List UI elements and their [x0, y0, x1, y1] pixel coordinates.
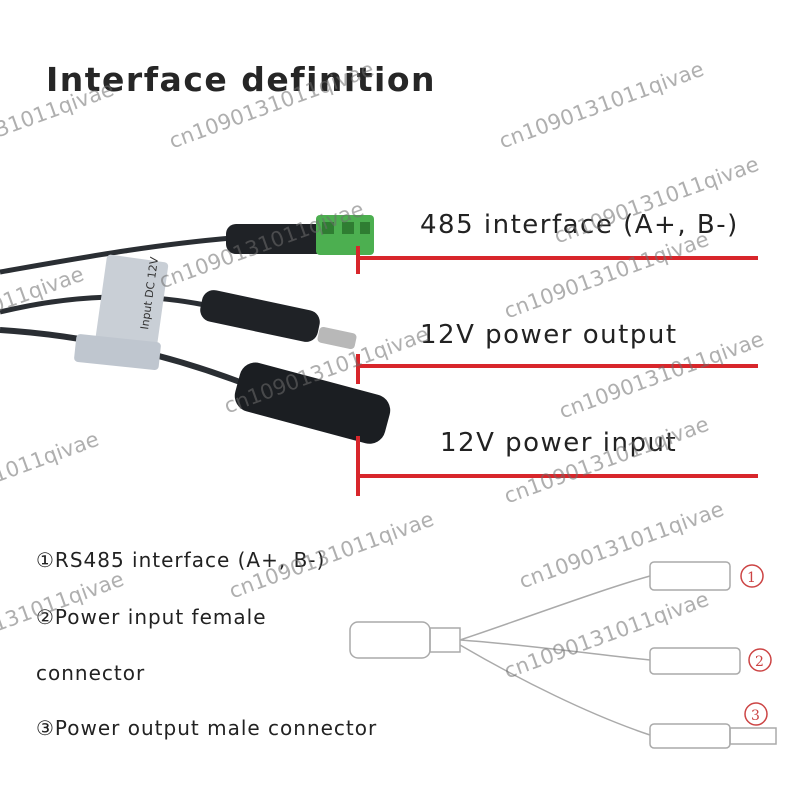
callout-power-input: 12V power input [440, 428, 678, 458]
desc-rs485: ①RS485 interface (A+, B-) [36, 548, 326, 572]
diagram-number-1: 1 [747, 570, 756, 586]
desc-power-output: ③Power output male connector [36, 716, 378, 740]
cable-rs485 [0, 235, 233, 275]
rs485-plug-body [226, 224, 326, 254]
page-title: Interface definition [46, 60, 436, 99]
desc-power-input-cont: connector [36, 661, 146, 685]
rs485-terminal-block [316, 215, 374, 255]
power-in-plug-body [234, 362, 391, 444]
power-out-pin [317, 326, 357, 350]
desc-power-input: ②Power input female [36, 605, 267, 629]
diagram-number-2: 2 [755, 654, 764, 670]
callout-lines [356, 246, 758, 496]
diagram-number-3: 3 [751, 708, 760, 724]
connector-diagram [349, 561, 777, 749]
power-out-plug-body [200, 290, 320, 342]
callout-power-output: 12V power output [420, 320, 678, 350]
callout-rs485: 485 interface (A+, B-) [420, 210, 739, 240]
sticker [93, 254, 169, 362]
